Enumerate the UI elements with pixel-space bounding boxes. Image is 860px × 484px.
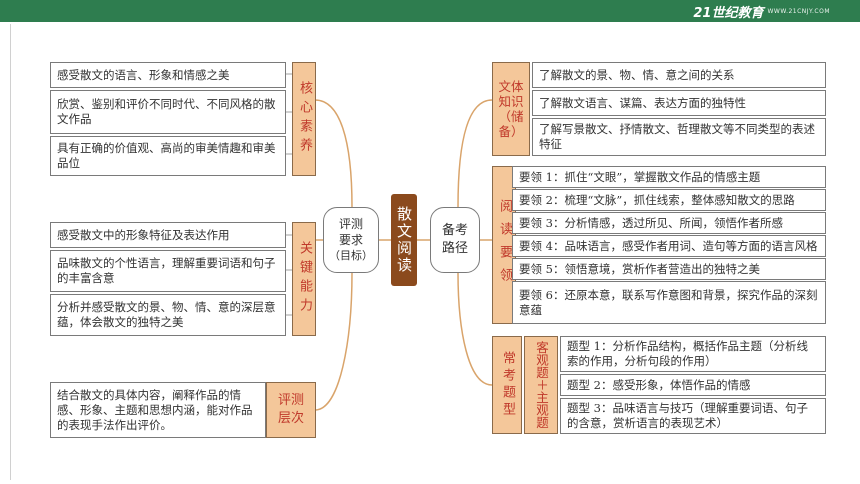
right-item-essential-4: 要领 4：品味语言，感受作者用词、造句等方面的语言风格 [512,235,826,257]
hub-line: 备考 [441,223,468,238]
right-item-genre-1: 了解散文的景、物、情、意之间的关系 [532,62,826,88]
tag-common-question-types: 常考题型 [492,336,522,434]
item-text: 品味散文的个性语言，理解重要词语和句子的丰富含意 [57,256,276,285]
left-item-key-1: 感受散文中的形象特征及表达作用 [50,222,286,248]
tag-text: 评测层次 [277,393,304,426]
item-text: 感受散文的语言、形象和情感之美 [57,67,230,82]
hub-evaluation-requirements: 评测 要求 （目标） [323,207,379,273]
left-item-key-3: 分析并感受散文的景、物、情、意的深层意蕴，体会散文的独特之美 [50,294,286,336]
tag-text: 文体知识（储备） [498,79,524,139]
right-item-essential-2: 要领 2：梳理“文脉”，抓住线索，整体感知散文的思路 [512,189,826,211]
item-text: 具有正确的价值观、高尚的审美情趣和审美品位 [57,141,276,170]
item-text: 了解散文语言、谋篇、表达方面的独特性 [539,95,746,110]
tag-objective-subjective: 客观题＋主观题 [524,336,558,434]
right-item-type-1: 题型 1：分析作品结构，概括作品主题（分析线索的作用，分析句段的作用） [560,336,826,372]
central-topic-text: 散文阅读 [395,206,413,274]
item-text: 要领 3：分析情感，透过所见、所闻，领悟作者所感 [519,215,783,230]
item-text: 了解写景散文、抒情散文、哲理散文等不同类型的表述特征 [539,122,815,151]
item-text: 要领 6：还原本意，联系写作意图和背景，探究作品的深刻意蕴 [519,287,818,317]
item-text: 分析并感受散文的景、物、情、意的深层意蕴，体会散文的独特之美 [57,300,276,329]
item-text: 了解散文的景、物、情、意之间的关系 [539,67,735,82]
item-text: 题型 3：品味语言与技巧（理解重要词语、句子的含意，赏析语言的表现艺术） [567,401,808,430]
hub-line: 路径 [441,241,468,256]
hub-line: （目标） [329,249,373,262]
right-item-essential-1: 要领 1：抓住“文眼”，掌握散文作品的情感主题 [512,166,826,188]
left-item-level-1: 结合散文的具体内容，阐释作品的情感、形象、主题和思想内涵，能对作品的表现手法作出… [50,382,266,438]
tag-key-ability: 关键能力 [292,222,316,336]
top-banner: 21世纪教育 WWW.21CNJY.COM [0,0,860,22]
hub-preparation-path: 备考 路径 [430,207,480,273]
right-item-essential-3: 要领 3：分析情感，透过所见、所闻，领悟作者所感 [512,212,826,234]
subtag-text: 客观题＋主观题 [534,341,549,429]
slide-frame [10,24,853,480]
right-item-genre-2: 了解散文语言、谋篇、表达方面的独特性 [532,90,826,116]
tag-evaluation-level: 评测层次 [266,382,316,438]
logo-url: WWW.21CNJY.COM [767,7,830,15]
item-text: 要领 1：抓住“文眼”，掌握散文作品的情感主题 [519,169,761,184]
item-text: 题型 1：分析作品结构，概括作品主题（分析线索的作用，分析句段的作用） [567,339,808,368]
hub-line: 评测 [338,217,363,231]
left-item-core-3: 具有正确的价值观、高尚的审美情趣和审美品位 [50,136,286,176]
item-text: 要领 4：品味语言，感受作者用词、造句等方面的语言风格 [519,238,818,253]
left-item-core-1: 感受散文的语言、形象和情感之美 [50,62,286,88]
item-text: 题型 2：感受形象，体悟作品的情感 [567,377,751,392]
logo-text: 21世纪教育 [693,5,764,21]
item-text: 欣赏、鉴别和评价不同时代、不同风格的散文作品 [57,97,276,126]
brand-logo: 21世纪教育 WWW.21CNJY.COM [693,2,830,21]
tag-text: 常考题型 [500,351,515,419]
item-text: 要领 2：梳理“文脉”，抓住线索，整体感知散文的思路 [519,192,795,207]
item-text: 感受散文中的形象特征及表达作用 [57,227,230,242]
right-item-essential-6: 要领 6：还原本意，联系写作意图和背景，探究作品的深刻意蕴 [512,281,826,324]
item-text: 要领 5：领悟意境，赏析作者营造出的独特之美 [519,261,760,276]
tag-text: 核心素养 [297,81,312,157]
central-topic: 散文阅读 [391,194,417,286]
tag-text: 关键能力 [297,241,312,317]
left-item-core-2: 欣赏、鉴别和评价不同时代、不同风格的散文作品 [50,90,286,134]
left-item-key-2: 品味散文的个性语言，理解重要词语和句子的丰富含意 [50,250,286,292]
right-item-genre-3: 了解写景散文、抒情散文、哲理散文等不同类型的表述特征 [532,118,826,156]
right-item-essential-5: 要领 5：领悟意境，赏析作者营造出的独特之美 [512,258,826,280]
hub-line: 要求 [338,233,363,247]
tag-core-literacy: 核心素养 [292,62,316,176]
item-text: 结合散文的具体内容，阐释作品的情感、形象、主题和思想内涵，能对作品的表现手法作出… [57,387,253,432]
tag-text: 阅读要领 [497,199,512,291]
right-item-type-3: 题型 3：品味语言与技巧（理解重要词语、句子的含意，赏析语言的表现艺术） [560,398,826,434]
tag-genre-knowledge: 文体知识（储备） [492,62,530,156]
right-item-type-2: 题型 2：感受形象，体悟作品的情感 [560,374,826,396]
